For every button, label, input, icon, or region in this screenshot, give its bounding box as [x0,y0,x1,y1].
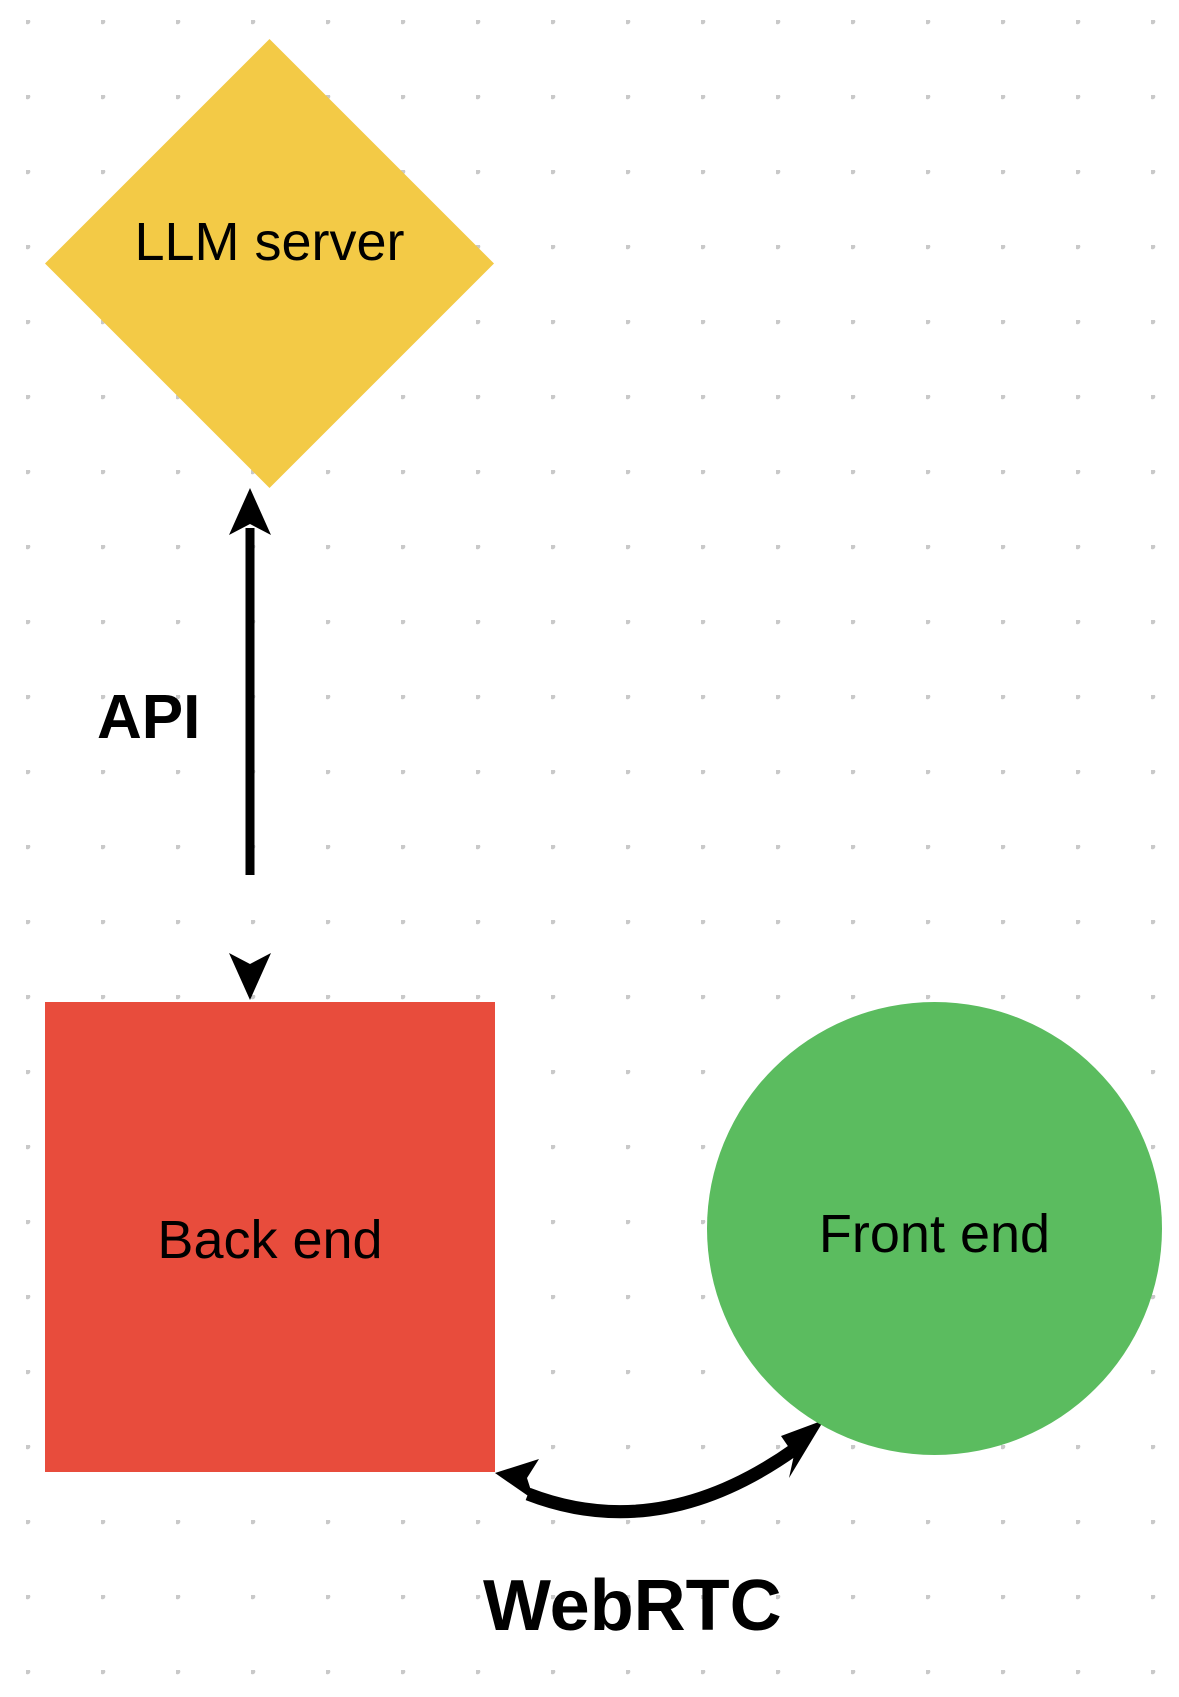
edge-label-api: API [97,683,201,752]
webrtc-edge-arrow[interactable] [495,1420,824,1519]
api-edge-arrow[interactable] [229,488,271,1000]
webrtc-edge-curve [525,1443,799,1519]
node-llm-server[interactable] [45,39,494,488]
node-label-back-end: Back end [157,1210,383,1270]
edge-label-webrtc: WebRTC [483,1566,782,1646]
webrtc-edge-arrowhead-left [495,1459,539,1500]
node-label-front-end: Front end [818,1204,1051,1264]
node-label-llm-server: LLM server [134,212,405,272]
node-front-end[interactable] [707,1002,1162,1455]
api-edge-arrowhead-down [229,953,271,1000]
api-edge-arrowhead-up [229,488,271,535]
webrtc-edge-arrowhead-right [781,1420,824,1478]
node-back-end[interactable] [45,1002,495,1472]
